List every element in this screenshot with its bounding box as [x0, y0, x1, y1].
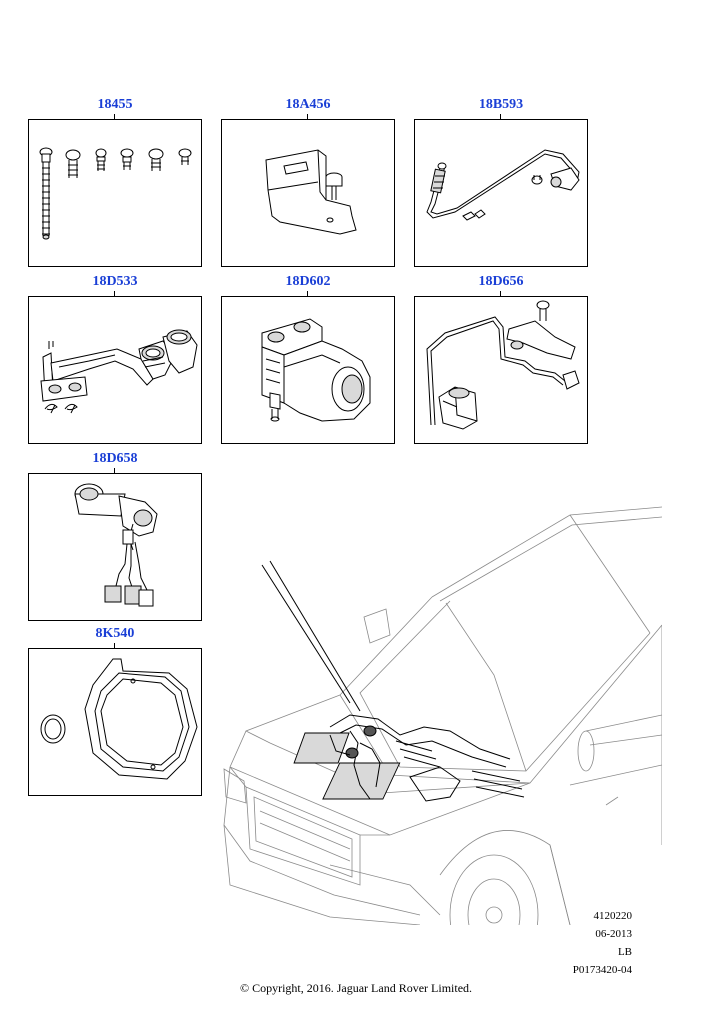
part-label-18D658[interactable]: 18D658	[92, 451, 138, 466]
label-tick	[307, 114, 308, 119]
label-tick	[114, 114, 115, 119]
part-label-18D533[interactable]: 18D533	[92, 274, 138, 289]
part-label-18A456[interactable]: 18A456	[285, 97, 331, 112]
valve-with-harness-icon	[74, 483, 158, 607]
illustration-number: 4120220	[593, 910, 633, 922]
part-label-18D602[interactable]: 18D602	[285, 274, 331, 289]
part-label-8K540[interactable]: 8K540	[95, 626, 135, 641]
label-tick	[307, 291, 308, 296]
label-tick	[114, 468, 115, 473]
label-tick	[500, 114, 501, 119]
coolant-hose-icon	[40, 329, 198, 414]
label-tick	[114, 643, 115, 648]
part-box-18D656[interactable]	[414, 296, 588, 444]
heater-pump-icon	[261, 318, 371, 422]
screw-set-icon	[39, 147, 192, 240]
mounting-bracket-icon	[265, 149, 357, 235]
vehicle-illustration	[223, 506, 662, 925]
part-box-18455[interactable]	[28, 119, 202, 267]
label-tick	[500, 291, 501, 296]
illustration-date: 06-2013	[595, 928, 632, 940]
gasket-and-seal-icon	[40, 658, 198, 780]
part-box-18B593[interactable]	[414, 119, 588, 267]
part-box-18D533[interactable]	[28, 296, 202, 444]
region-code: LB	[617, 946, 632, 958]
copyright-notice: © Copyright, 2016. Jaguar Land Rover Lim…	[239, 981, 473, 995]
hose-pipe-icon	[426, 149, 580, 221]
part-label-18D656[interactable]: 18D656	[478, 274, 524, 289]
part-label-18B593[interactable]: 18B593	[478, 97, 524, 112]
part-box-18D658[interactable]	[28, 473, 202, 621]
part-box-18A456[interactable]	[221, 119, 395, 267]
label-tick	[114, 291, 115, 296]
reference-number: P0173420-04	[572, 964, 632, 976]
pipe-and-bracket-icon	[426, 300, 580, 430]
part-label-18455[interactable]: 18455	[97, 97, 133, 112]
part-box-8K540[interactable]	[28, 648, 202, 796]
part-box-18D602[interactable]	[221, 296, 395, 444]
